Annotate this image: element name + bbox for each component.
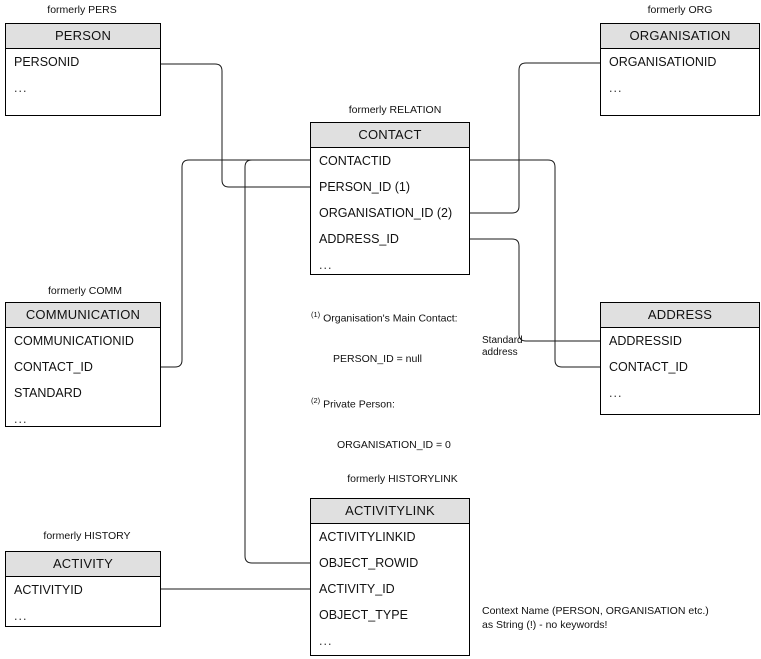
wire-communication-to-contact — [161, 159, 310, 368]
wire-contact-to-activitylink — [244, 159, 310, 564]
attribute-organisation-more: ... — [609, 81, 623, 95]
attribute-standard: STANDARD — [14, 386, 82, 400]
attribute-activityid: ACTIVITYID — [14, 583, 83, 597]
entity-communication-attributes: COMMUNICATIONID CONTACT_ID STANDARD ... — [6, 328, 160, 432]
caption-communication: formerly COMM — [47, 285, 123, 297]
attribute-activitylink-more: ... — [319, 634, 333, 648]
entity-person-title: PERSON — [6, 24, 160, 49]
footnote-1-text: Organisation's Main Contact: — [323, 312, 458, 325]
caption-activitylink: formerly HISTORYLINK — [347, 473, 458, 485]
attribute-address-more: ... — [609, 386, 623, 400]
entity-person[interactable]: PERSON PERSONID ... — [5, 23, 161, 116]
entity-organisation-attributes: ORGANISATIONID ... — [601, 49, 759, 101]
entity-address-title: ADDRESS — [601, 303, 759, 328]
attribute-communicationid: COMMUNICATIONID — [14, 334, 134, 348]
attribute-activitylinkid: ACTIVITYLINKID — [319, 530, 416, 544]
entity-activity-title: ACTIVITY — [6, 552, 160, 577]
caption-person: formerly PERS — [47, 4, 117, 16]
entity-activity[interactable]: ACTIVITY ACTIVITYID ... — [5, 551, 161, 627]
attribute-activity-id: ACTIVITY_ID — [319, 582, 395, 596]
entity-contact-title: CONTACT — [311, 123, 469, 148]
entity-contact-attributes: CONTACTID PERSON_ID (1) ORGANISATION_ID … — [311, 148, 469, 278]
attribute-object-rowid: OBJECT_ROWID — [319, 556, 419, 570]
entity-organisation[interactable]: ORGANISATION ORGANISATIONID ... — [600, 23, 760, 116]
entity-organisation-title: ORGANISATION — [601, 24, 759, 49]
wire-contact-to-organisation — [470, 62, 600, 214]
attribute-addressid: ADDRESSID — [609, 334, 682, 348]
footnote-2-marker: (2) — [311, 395, 321, 405]
entity-activitylink-title: ACTIVITYLINK — [311, 499, 469, 524]
attribute-address-contact-id: CONTACT_ID — [609, 360, 688, 374]
entity-address-attributes: ADDRESSID CONTACT_ID ... — [601, 328, 759, 406]
standard-address-label: Standard address — [482, 335, 523, 358]
attribute-activity-more: ... — [14, 609, 28, 623]
footnote-1-row1: (1) Organisation's Main Contact: — [311, 308, 458, 326]
caption-organisation: formerly ORG — [647, 4, 713, 16]
attribute-contact-more: ... — [319, 258, 333, 272]
attribute-communication-more: ... — [14, 412, 28, 426]
footnote-1-row2: PERSON_ID = null — [333, 353, 422, 365]
attribute-personid: PERSONID — [14, 55, 80, 69]
attribute-person-more: ... — [14, 81, 28, 95]
footnote-1-marker: (1) — [311, 310, 321, 319]
entity-contact[interactable]: CONTACT CONTACTID PERSON_ID (1) ORGANISA… — [310, 122, 470, 275]
caption-activity: formerly HISTORY — [43, 530, 131, 542]
footnote-2-row2: ORGANISATION_ID = 0 — [337, 438, 451, 451]
caption-contact: formerly RELATION — [348, 104, 442, 116]
footnote-2-row1: (2) Private Person: — [311, 394, 458, 412]
entity-activitylink-attributes: ACTIVITYLINKID OBJECT_ROWID ACTIVITY_ID … — [311, 524, 469, 654]
entity-person-attributes: PERSONID ... — [6, 49, 160, 101]
entity-address[interactable]: ADDRESS ADDRESSID CONTACT_ID ... — [600, 302, 760, 415]
footnote-2-text: Private Person: — [323, 398, 395, 410]
attribute-person-id: PERSON_ID (1) — [319, 180, 410, 194]
entity-communication[interactable]: COMMUNICATION COMMUNICATIONID CONTACT_ID… — [5, 302, 161, 427]
contact-footnotes: (1) Organisation's Main Contact: PERSON_… — [311, 281, 458, 479]
attribute-organisationid: ORGANISATIONID — [609, 55, 717, 69]
entity-activity-attributes: ACTIVITYID ... — [6, 577, 160, 629]
attribute-organisation-id: ORGANISATION_ID (2) — [319, 206, 453, 220]
attribute-communication-contact-id: CONTACT_ID — [14, 360, 93, 374]
attribute-contactid: CONTACTID — [319, 154, 391, 168]
entity-activitylink[interactable]: ACTIVITYLINK ACTIVITYLINKID OBJECT_ROWID… — [310, 498, 470, 656]
wire-person-to-contact — [161, 63, 310, 188]
entity-communication-title: COMMUNICATION — [6, 303, 160, 328]
wire-contact-to-address-standard — [470, 238, 600, 342]
attribute-address-id: ADDRESS_ID — [319, 232, 399, 246]
attribute-object-type: OBJECT_TYPE — [319, 608, 408, 622]
object-type-note: Context Name (PERSON, ORGANISATION etc.)… — [482, 605, 709, 631]
